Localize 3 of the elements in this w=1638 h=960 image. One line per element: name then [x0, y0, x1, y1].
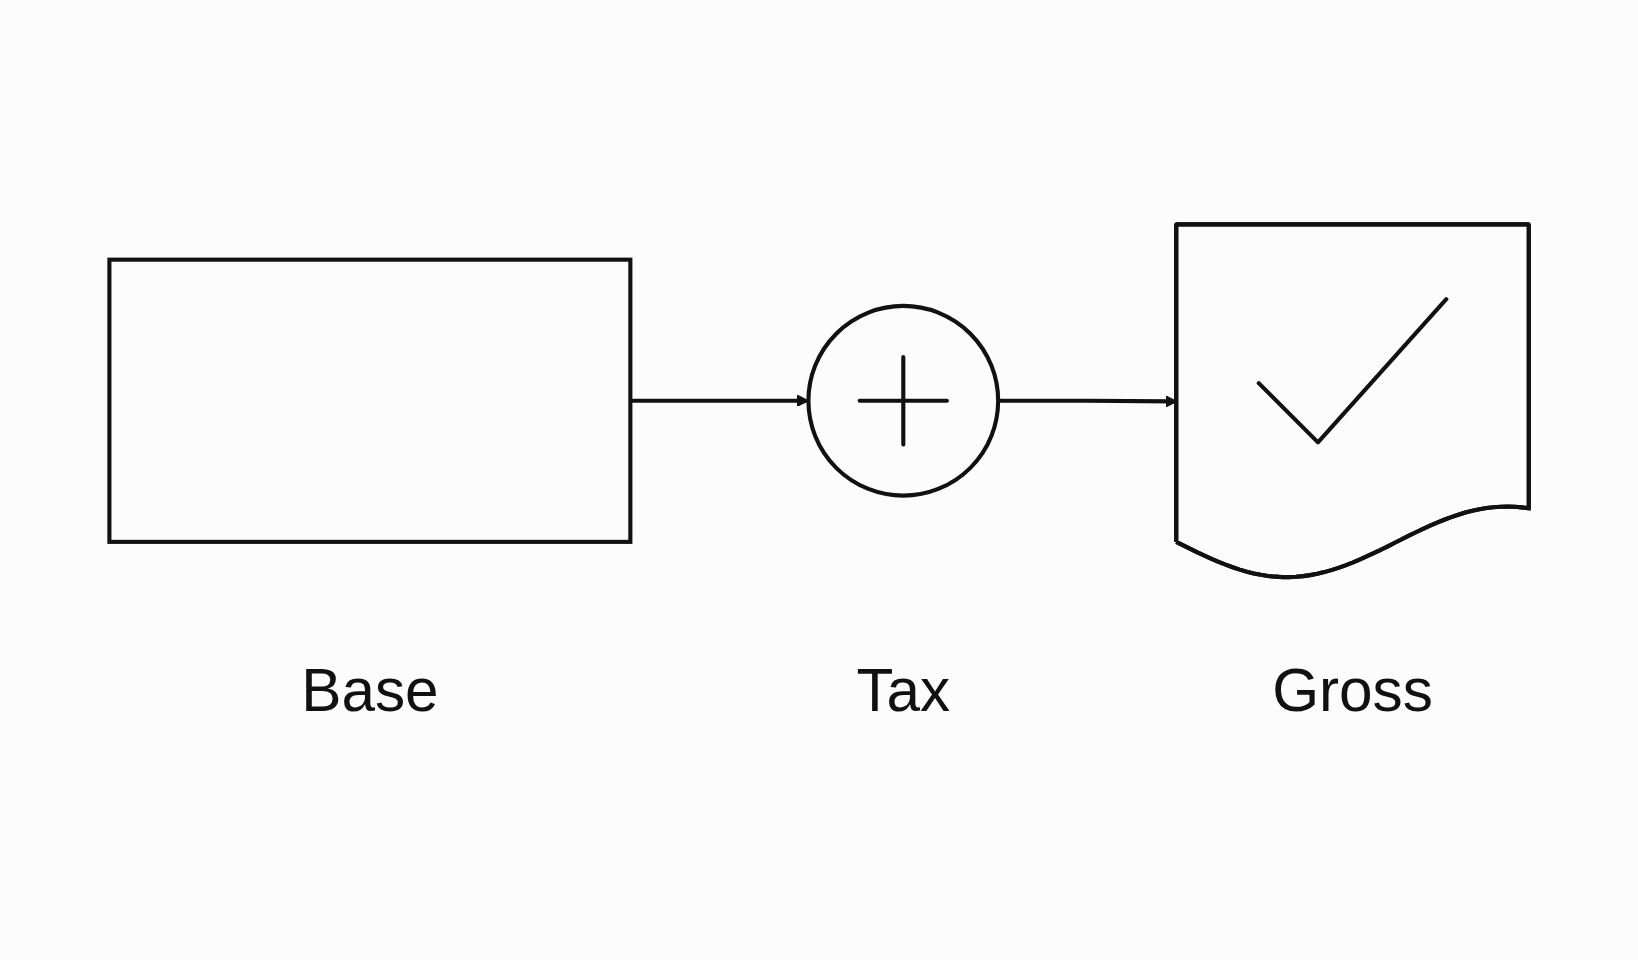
- node-label: Base: [301, 656, 439, 724]
- node-label: Tax: [856, 656, 951, 724]
- node-label: Gross: [1272, 656, 1433, 724]
